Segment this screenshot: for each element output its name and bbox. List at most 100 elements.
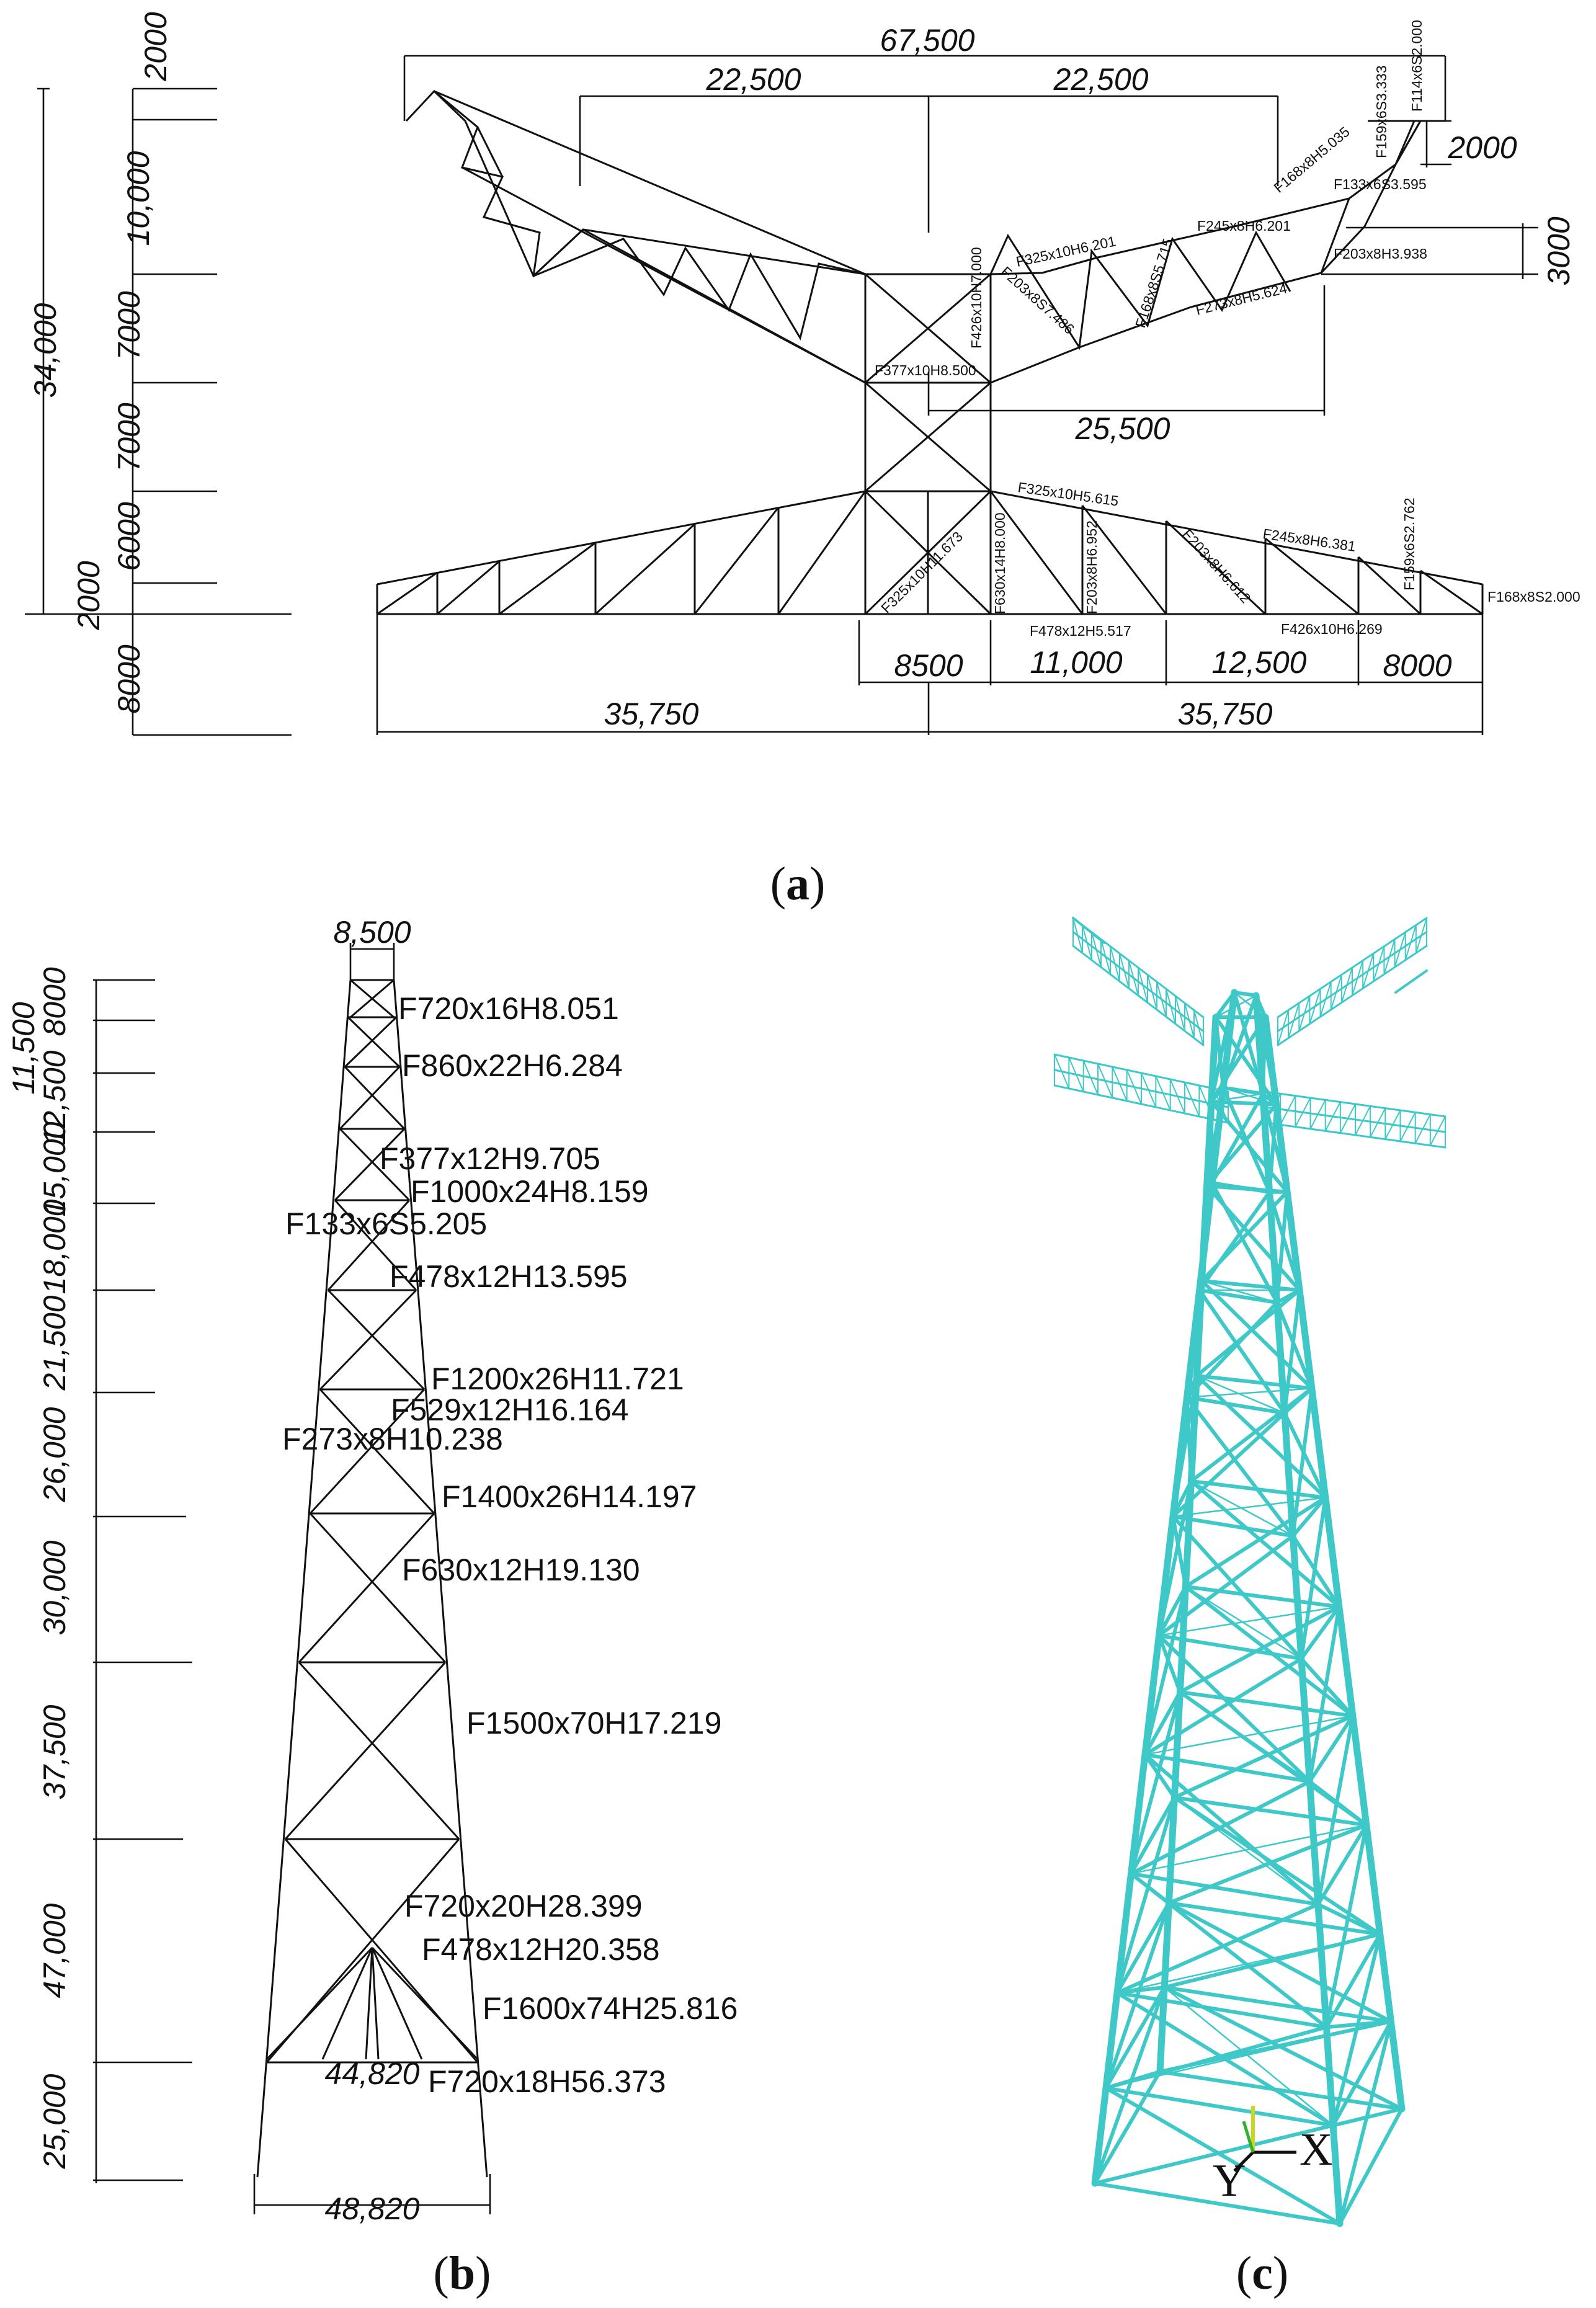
dim-upper-left-22500: 22,500 [706,62,801,97]
member-label-b: F478x12H20.358 [422,1932,660,1967]
fe-member [1324,1823,1368,2030]
fe-member [1316,1823,1368,1907]
fe-member [1252,992,1344,2227]
member-label-a: F426x10H6.269 [1281,621,1383,637]
member-label-a: F159x6S3.333 [1373,65,1389,158]
fe-member [1233,991,1258,997]
dim-v-6000: 6000 [112,502,146,571]
fe-member [1112,1066,1128,1102]
fe-member [1138,967,1148,1004]
fe-member [1414,1113,1431,1144]
fe-member [1205,1184,1301,1292]
tower-3d-model [1053,917,1447,2227]
fe-member [1167,1823,1368,1905]
fe-member [1415,917,1427,954]
fe-member [1156,981,1167,1018]
fe-member [1201,1280,1278,1304]
fe-member [1143,1752,1320,1907]
member-label-a: F159x6S2.762 [1401,497,1417,590]
fe-member [1141,1072,1157,1108]
fe-member [1185,1585,1303,1660]
fe-member [1275,1190,1290,1304]
fe-member [1394,931,1406,968]
fe-member [1155,1076,1171,1111]
fe-member [1319,981,1332,1018]
fe-member [1115,1901,1171,1995]
dim-h-21500: 21,500 [37,1295,72,1391]
member-label-a: F168x8S2.000 [1487,589,1580,605]
fe-member [1093,2070,1162,2185]
fe-member [1291,1386,1314,1538]
dim-h-15000: 15,000 [37,1121,72,1216]
fe-member [1282,1288,1301,1415]
fe-member [1144,1715,1354,1756]
fe-member [1186,1388,1313,1399]
fe-member [1129,1796,1177,1876]
fe-member [1157,1633,1303,1661]
dim-11000: 11,000 [1030,645,1122,680]
member-label-b: F630x12H19.130 [402,1553,640,1587]
fe-member [1143,1752,1312,1784]
axis-x-label: X [1300,2124,1332,2175]
fe-member [1429,1116,1446,1146]
fe-member [1214,1015,1225,1090]
fe-member [1162,1932,1382,1989]
fe-member [1195,1288,1301,1378]
fe-member [1352,960,1364,996]
fe-member [1197,1288,1286,1415]
fe-member [1215,994,1257,1018]
member-label-a: F133x6S3.595 [1334,176,1427,192]
dim-12500: 12,500 [1212,645,1307,680]
fe-member [1309,1099,1326,1129]
dim-h-26000: 26,000 [37,1407,72,1502]
fe-member [1119,953,1130,989]
dim-base-right-35750: 35,750 [1178,697,1273,731]
fe-member [1184,1002,1195,1039]
member-label-b: F1500x70H17.219 [466,1706,721,1740]
dim-h-12500: 12,500 [37,1050,72,1145]
fe-member [1174,1796,1319,1905]
fe-member [1205,1102,1278,1188]
fe-member [1068,1057,1084,1092]
fe-member [1115,1990,1329,2030]
fe-member [1167,1901,1393,2024]
member-label-a: F426x10H7.000 [968,247,984,349]
dim-v-34000: 34,000 [28,303,63,398]
member-label-a: F203x8H6.952 [1084,520,1100,614]
fe-member [1172,1796,1368,1827]
fe-member [1184,1495,1327,1588]
fe-member [1209,1015,1267,1103]
member-label-b: F1400x26H14.197 [442,1479,697,1514]
fe-member [1093,1985,1167,2185]
fe-member [1072,917,1083,954]
member-label-b: F1600x74H25.816 [483,1991,738,2026]
fe-member [1209,991,1236,1103]
fe-member [1370,1107,1386,1138]
fe-member [1097,1063,1113,1098]
panel-c-3d-fe-model: X Y (c) [1053,917,1447,2299]
member-label-b: F860x22H6.284 [402,1048,623,1083]
dim-h-37500: 37,500 [37,1704,72,1799]
fe-member [1110,945,1120,982]
fe-member [1104,2086,1335,2128]
fe-member [1200,1279,1301,1292]
member-label-b: F529x12H16.164 [391,1392,629,1427]
fe-member [1129,1871,1171,1905]
member-label-a: F377x10H8.500 [875,362,976,378]
fe-member [1298,995,1311,1032]
member-label-b: F720x18H56.373 [428,2064,666,2099]
fe-member [1093,2123,1335,2185]
fe-member [1299,1605,1341,1661]
fe-member [1185,1395,1286,1415]
fe-member [1214,1015,1278,1107]
dim-rise-3000: 3000 [1541,216,1576,285]
fe-member [1233,991,1267,1018]
dim-h-25000: 25,000 [37,2074,72,2169]
member-label-b: F720x16H8.051 [398,991,619,1026]
fe-member [1339,1103,1356,1134]
fe-member [1171,1514,1188,1588]
fe-member [1209,1100,1290,1194]
member-label-a: F478x12H5.517 [1030,623,1131,639]
dim-base-left-35750: 35,750 [604,697,699,731]
member-label-a: F203x8S7.486 [998,263,1078,337]
